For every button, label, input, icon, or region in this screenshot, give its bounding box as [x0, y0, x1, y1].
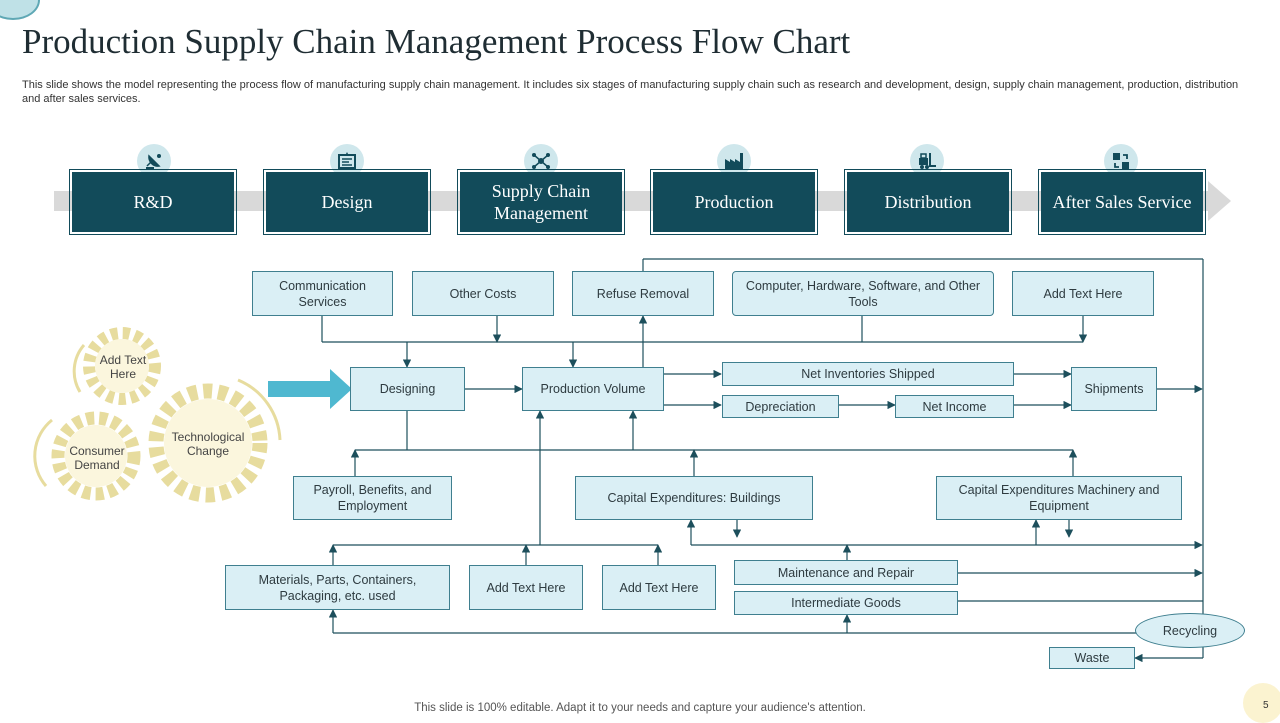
node-capex-buildings: Capital Expenditures: Buildings [575, 476, 813, 520]
node-add-text-bottom-1: Add Text Here [469, 565, 583, 610]
node-maintenance-repair: Maintenance and Repair [734, 560, 958, 585]
node-add-text-top: Add Text Here [1012, 271, 1154, 316]
stage-supply-chain-management: Supply Chain Management [457, 169, 625, 235]
page-number-badge: 5 [1243, 683, 1280, 723]
node-net-income: Net Income [895, 395, 1014, 418]
stage-distribution: Distribution [844, 169, 1012, 235]
gear-label-consumer-demand: Consumer Demand [69, 444, 125, 472]
stage-rnd: R&D [69, 169, 237, 235]
gear-cluster [33, 327, 282, 503]
page-title: Production Supply Chain Management Proce… [22, 22, 851, 61]
page-subtitle: This slide shows the model representing … [22, 79, 1239, 105]
gear-label-add-text: Add Text Here [99, 353, 147, 381]
gear-label-technological-change: Technological Change [171, 430, 245, 458]
page-number: 5 [1263, 700, 1269, 711]
node-payroll: Payroll, Benefits, and Employment [293, 476, 452, 520]
node-production-volume: Production Volume [522, 367, 664, 411]
node-computer-hardware: Computer, Hardware, Software, and Other … [732, 271, 994, 316]
node-net-inventories-shipped: Net Inventories Shipped [722, 362, 1014, 386]
stage-production: Production [650, 169, 818, 235]
node-refuse-removal: Refuse Removal [572, 271, 714, 316]
node-recycling: Recycling [1135, 613, 1245, 648]
node-designing: Designing [350, 367, 465, 411]
node-communication-services: Communication Services [252, 271, 393, 316]
node-depreciation: Depreciation [722, 395, 839, 418]
stage-after-sales-service: After Sales Service [1038, 169, 1206, 235]
node-materials: Materials, Parts, Containers, Packaging,… [225, 565, 450, 610]
node-waste: Waste [1049, 647, 1135, 669]
node-capex-machinery: Capital Expenditures Machinery and Equip… [936, 476, 1182, 520]
node-other-costs: Other Costs [412, 271, 554, 316]
node-add-text-bottom-2: Add Text Here [602, 565, 716, 610]
node-intermediate-goods: Intermediate Goods [734, 591, 958, 615]
footer-note: This slide is 100% editable. Adapt it to… [414, 702, 866, 714]
node-shipments: Shipments [1071, 367, 1157, 411]
stage-design: Design [263, 169, 431, 235]
input-arrow [268, 369, 352, 409]
